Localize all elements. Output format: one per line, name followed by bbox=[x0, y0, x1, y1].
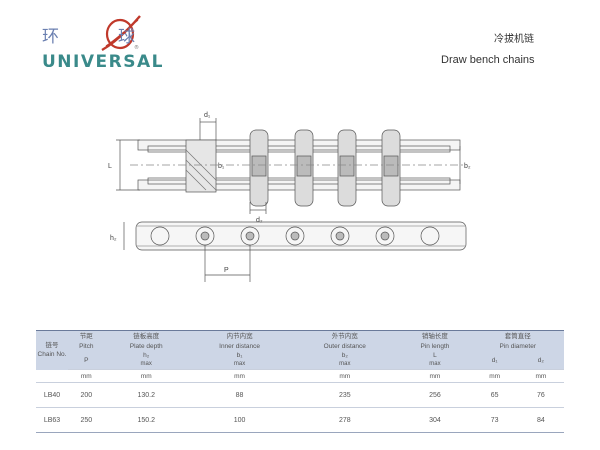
logo-swoosh-icon: ® bbox=[101, 15, 141, 52]
value-cell: 256 bbox=[398, 382, 472, 408]
header-row-cn: 链号 Chain No. 节距 链板高度 内节内宽 外节内宽 销轴长度 套筒直径 bbox=[36, 330, 564, 370]
chain-no-cell: LB40 bbox=[36, 382, 68, 408]
unit-cell: mm bbox=[104, 369, 188, 383]
value-cell: 304 bbox=[398, 407, 472, 433]
unit-cell: mm bbox=[68, 369, 105, 383]
unit-cell: mm bbox=[187, 369, 292, 383]
symbol-d1: d₁ bbox=[471, 351, 518, 370]
label-h2: h₂ bbox=[110, 235, 117, 242]
value-cell: 84 bbox=[517, 407, 564, 433]
header-pinlen-en: Pin length bbox=[420, 342, 450, 350]
header-inner-cn: 内节内宽 bbox=[187, 330, 292, 341]
chain-diagram: d₁ d₂ L b₂ b₁ h₂ P bbox=[108, 112, 471, 282]
unit-cell: mm bbox=[398, 369, 472, 383]
header-plate-en: Plate depth bbox=[129, 342, 163, 350]
header-outer-en: Outer distance bbox=[323, 342, 366, 350]
unit-cell: mm bbox=[517, 369, 564, 383]
value-cell: 88 bbox=[187, 382, 292, 408]
table-row: LB40 200 130.2 88 235 256 65 76 bbox=[36, 382, 564, 408]
header-plate-cn: 链板高度 bbox=[104, 330, 188, 341]
header-pindia-cn: 套筒直径 bbox=[471, 330, 564, 341]
page-title-cn: 冷拔机链 bbox=[494, 34, 534, 45]
header-pindia-en: Pin diameter bbox=[499, 342, 537, 350]
spec-table: 链号 Chain No. 节距 链板高度 内节内宽 外节内宽 销轴长度 套筒直径… bbox=[36, 330, 564, 433]
brand-logo: ® bbox=[40, 10, 200, 80]
header-row-en: Pitch Plate depth Inner distance Outer d… bbox=[36, 341, 564, 351]
value-cell: 250 bbox=[68, 407, 105, 433]
header-pitch-cn: 节距 bbox=[68, 330, 105, 341]
svg-text:®: ® bbox=[134, 44, 139, 51]
header-inner-en: Inner distance bbox=[219, 342, 260, 350]
value-cell: 76 bbox=[517, 382, 564, 408]
value-cell: 150.2 bbox=[104, 407, 188, 433]
chain-drawing: d₁ d₂ L b₂ b₁ h₂ P bbox=[100, 110, 500, 300]
label-b1: b₁ bbox=[218, 163, 225, 170]
value-cell: 100 bbox=[187, 407, 292, 433]
label-b2: b₂ bbox=[464, 163, 471, 170]
units-row: mm mm mm mm mm mm mm bbox=[36, 369, 564, 383]
value-cell: 200 bbox=[68, 382, 105, 408]
brand-name: UNIVERSAL bbox=[42, 52, 164, 72]
value-cell: 73 bbox=[471, 407, 518, 433]
header-outer-cn: 外节内宽 bbox=[291, 330, 399, 341]
value-cell: 65 bbox=[471, 382, 518, 408]
chain-no-cell: LB63 bbox=[36, 407, 68, 433]
table-row: LB63 250 150.2 100 278 304 73 84 bbox=[36, 407, 564, 433]
label-d1: d₁ bbox=[204, 112, 211, 119]
unit-cell: mm bbox=[471, 369, 518, 383]
symbol-p: P bbox=[68, 351, 105, 370]
value-cell: 278 bbox=[291, 407, 399, 433]
label-d2: d₂ bbox=[256, 217, 263, 224]
brand-cn-right: 球 bbox=[118, 27, 136, 47]
header-pinlen-cn: 销轴长度 bbox=[398, 330, 472, 341]
label-P: P bbox=[224, 267, 229, 274]
header-pitch-en: Pitch bbox=[79, 342, 94, 350]
brand-cn-left: 环 bbox=[42, 27, 60, 47]
label-L: L bbox=[108, 163, 112, 170]
value-cell: 235 bbox=[291, 382, 399, 408]
symbol-d2: d₂ bbox=[517, 351, 564, 370]
page-title-en: Draw bench chains bbox=[441, 54, 535, 66]
value-cell: 130.2 bbox=[104, 382, 188, 408]
header-chain-no: 链号 Chain No. bbox=[36, 330, 68, 370]
unit-cell: mm bbox=[291, 369, 399, 383]
